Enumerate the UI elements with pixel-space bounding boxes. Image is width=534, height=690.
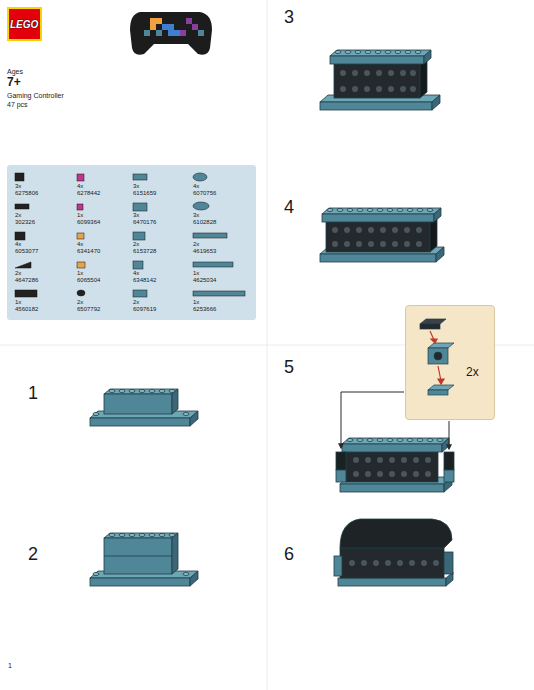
controller-picture [130,12,212,55]
part-number: 6097619 [133,306,156,313]
part-count: 4x [133,270,139,277]
part-count: 3x [193,212,199,219]
step-number: 4 [284,198,294,218]
part-count: 2x [133,299,139,306]
step-1-model [90,389,198,426]
part-number: 6153728 [133,248,156,255]
part-count: 4x [77,241,83,248]
part-number: 6341470 [77,248,100,255]
age-heading: Ages [7,68,23,76]
step-number: 2 [28,545,38,565]
part-number: 4560182 [15,306,38,313]
part-count: 1x [15,299,21,306]
part-count: 2x [15,212,21,219]
set-name: Gaming Controller [7,92,64,100]
sub-assembly-callout: 2x [405,305,495,420]
quantity-callout: 2x [466,366,479,379]
part-number: 6348142 [133,277,156,284]
step-number: 6 [284,545,294,565]
part-count: 3x [133,212,139,219]
part-number: 4625034 [193,277,216,284]
step-4-model [320,208,444,262]
part-count: 1x [193,270,199,277]
part-count: 3x [133,183,139,190]
part-count: 4x [193,183,199,190]
age-value: 7+ [7,76,21,89]
step-3-model [320,50,440,110]
part-count: 1x [77,270,83,277]
step-2-model [90,533,198,586]
step-number: 1 [28,384,38,404]
part-icons [7,165,256,320]
part-number: 4619653 [193,248,216,255]
part-number: 6278442 [77,190,100,197]
part-number: 6070756 [193,190,216,197]
part-count: 2x [77,299,83,306]
part-count: 2x [15,270,21,277]
part-number: 6253666 [193,306,216,313]
part-count: 4x [77,183,83,190]
piece-count: 47 pcs [7,101,28,109]
part-number: 6053077 [15,248,38,255]
part-number: 302326 [15,219,35,226]
part-count: 2x [193,241,199,248]
sub-assembly-picture [406,306,496,421]
part-number: 6102828 [193,219,216,226]
part-number: 6470176 [133,219,156,226]
part-count: 3x [15,183,21,190]
step-5-model [336,438,454,492]
part-count: 1x [193,299,199,306]
part-count: 1x [77,212,83,219]
part-number: 6151659 [133,190,156,197]
logo-text: LEGO [10,19,38,30]
step-number: 5 [284,358,294,378]
part-number: 4647286 [15,277,38,284]
parts-list-panel: 3x62758064x62784423x61516594x60707562x30… [7,165,256,320]
page-number: 1 [8,662,12,670]
part-number: 6275806 [15,190,38,197]
part-count: 2x [133,241,139,248]
part-number: 6099364 [77,219,100,226]
step-number: 3 [284,8,294,28]
part-number: 6065504 [77,277,100,284]
lego-logo: LEGO [7,7,42,41]
part-count: 4x [15,241,21,248]
step-6-model [334,519,453,586]
part-number: 6507792 [77,306,100,313]
